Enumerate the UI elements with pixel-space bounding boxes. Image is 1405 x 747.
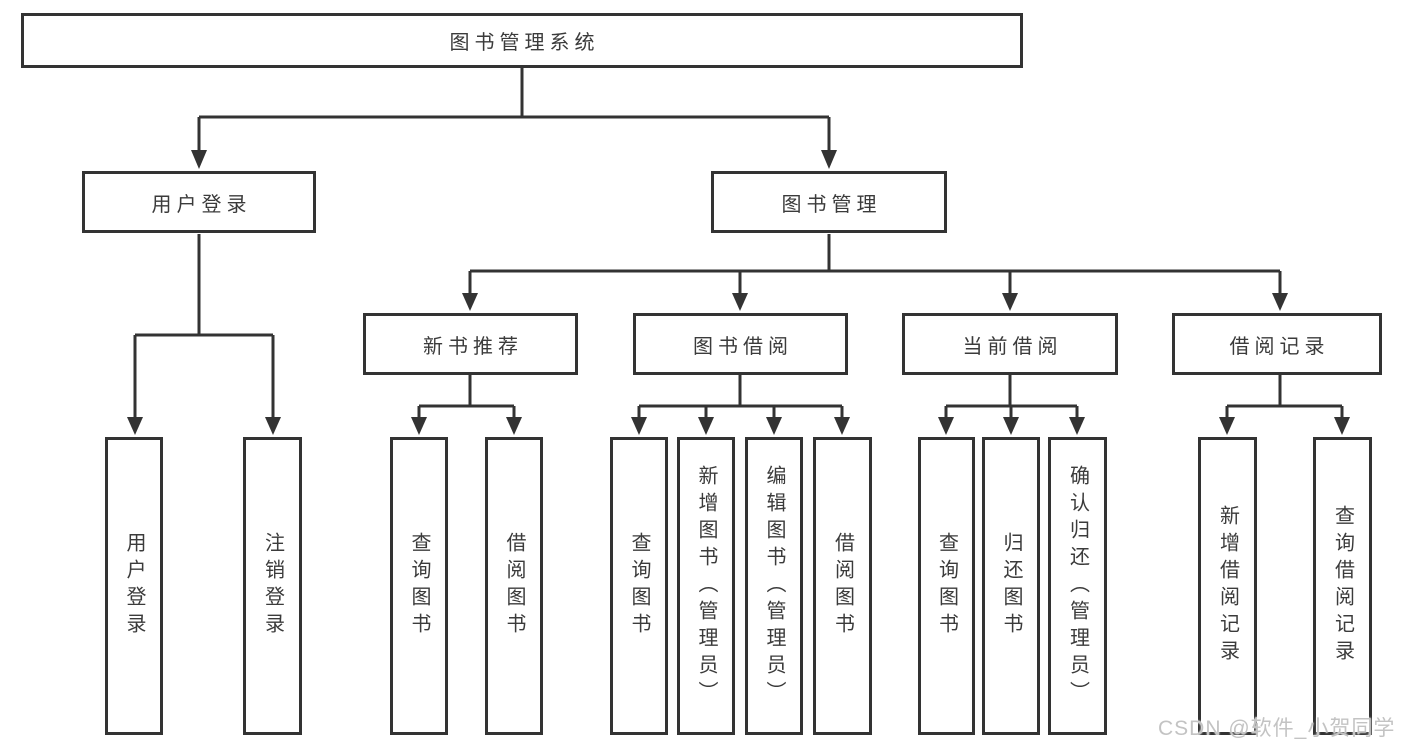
node-book-borrowing: 图书借阅 (633, 313, 848, 375)
node-label: 归还图书 (1000, 532, 1022, 640)
node-label: 新书推荐 (423, 335, 523, 358)
node-label: 用户登录 (123, 532, 145, 640)
node-label: 查询借阅记录 (1331, 505, 1354, 667)
node-leaf-confirm-return-admin: 确认归还（管理员） (1048, 437, 1107, 735)
node-new-book-recommend: 新书推荐 (363, 313, 578, 375)
node-label: 注销登录 (261, 532, 284, 640)
node-library-management-system: 图书管理系统 (21, 13, 1023, 68)
node-leaf-query-book-2: 查询图书 (610, 437, 668, 735)
node-leaf-query-borrow-record: 查询借阅记录 (1313, 437, 1372, 735)
node-label: 查询图书 (628, 532, 650, 640)
node-leaf-edit-book-admin: 编辑图书（管理员） (745, 437, 803, 735)
node-label: 借阅图书 (831, 532, 854, 640)
node-leaf-user-login: 用户登录 (105, 437, 163, 735)
node-label: 新增图书（管理员） (695, 464, 717, 708)
node-book-management-branch: 图书管理 (711, 171, 947, 233)
node-leaf-add-borrow-record: 新增借阅记录 (1198, 437, 1257, 735)
node-label: 查询图书 (935, 532, 958, 640)
node-leaf-add-book-admin: 新增图书（管理员） (677, 437, 735, 735)
node-leaf-borrow-book-1: 借阅图书 (485, 437, 543, 735)
node-user-login-branch: 用户登录 (82, 171, 316, 233)
tree-edges (133, 66, 1344, 418)
node-leaf-logout: 注销登录 (243, 437, 302, 735)
node-label: 当前借阅 (962, 335, 1063, 358)
node-label: 借阅记录 (1229, 335, 1330, 358)
node-leaf-query-book-3: 查询图书 (918, 437, 975, 735)
node-current-borrowing: 当前借阅 (902, 313, 1118, 375)
node-label: 图书管理系统 (449, 32, 600, 54)
node-label: 编辑图书（管理员） (763, 464, 785, 708)
csdn-watermark: CSDN @软件_小贺同学 (1158, 717, 1396, 740)
node-label: 图书借阅 (693, 335, 793, 358)
node-leaf-borrow-book-2: 借阅图书 (813, 437, 872, 735)
node-label: 图书管理 (781, 193, 882, 216)
node-label: 查询图书 (408, 532, 430, 640)
node-label: 借阅图书 (503, 532, 525, 640)
node-leaf-query-book-1: 查询图书 (390, 437, 448, 735)
node-borrowing-records: 借阅记录 (1172, 313, 1382, 375)
node-label: 确认归还（管理员） (1066, 464, 1089, 708)
arrow-heads (127, 150, 1350, 435)
node-leaf-return-book: 归还图书 (982, 437, 1040, 735)
node-label: 新增借阅记录 (1216, 505, 1239, 667)
node-label: 用户登录 (151, 193, 252, 216)
